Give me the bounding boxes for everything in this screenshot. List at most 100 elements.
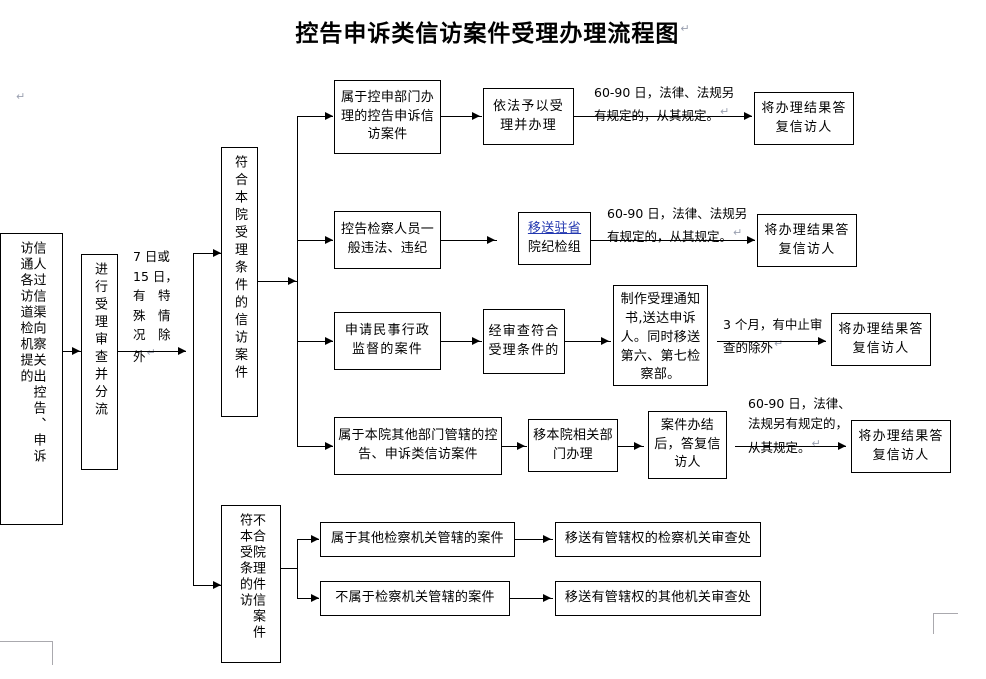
node-branch1-action: 依法予以受理并办理 <box>483 88 574 145</box>
arrowhead-split-eligible <box>213 249 221 257</box>
node-branch3-result: 将办理结果答复信访人 <box>831 313 931 366</box>
node-branch1-case: 属于控申部门办理的控告申诉信访案件 <box>334 80 441 154</box>
node-branch3-result-text: 将办理结果答复信访人 <box>838 321 924 356</box>
node-branch2-action-rest: 院纪检组 <box>527 239 582 255</box>
node-branch4-result: 将办理结果答复信访人 <box>851 420 951 473</box>
connector-branch6-case-action <box>510 598 553 599</box>
corner-mark-bottom-left <box>0 641 60 679</box>
connector-review-junction <box>118 351 186 352</box>
node-eligible: 符合本院受理条件的信访案件 <box>221 147 258 417</box>
connector-branch1-case-action <box>441 116 482 117</box>
node-branch4-close: 案件办结后，答复信访人 <box>648 411 727 479</box>
node-branch4-action: 移本院相关部门办理 <box>528 419 618 472</box>
arrowhead-branch3-result <box>818 337 826 345</box>
bus-eligibility-split <box>193 253 194 586</box>
connector-branch3-action-notice <box>565 341 611 342</box>
node-intake: 信人过信渠向察关出控告、申诉 访通各访道检机提的 <box>0 233 63 525</box>
stray-pilcrow-topleft: ↵ <box>16 90 26 103</box>
connector-branch1-stub <box>297 116 333 117</box>
label-time-intake: 7 日或 15 日， 有 特 殊 情 况 除 外↵ <box>133 228 195 367</box>
connector-branch3-case-action <box>441 341 482 342</box>
connector-branch2-action-result <box>591 240 755 241</box>
node-branch1-result: 将办理结果答复信访人 <box>754 92 854 145</box>
label-time-branch3: 3 个月，有中止审 查的除外↵ <box>723 294 848 359</box>
node-branch3-action: 经审查符合受理条件的 <box>483 309 565 374</box>
arrowhead-branch4-close <box>634 442 642 450</box>
arrowhead-branch3-notice <box>601 337 609 345</box>
label-time-branch4-pilcrow: ↵ <box>811 436 821 450</box>
connector-split-eligible <box>193 253 221 254</box>
label-time-branch1-pilcrow: ↵ <box>720 105 730 119</box>
connector-branch3-notice-result <box>717 341 826 342</box>
node-branch6-action-text: 移送有管辖权的其他机关审查处 <box>564 590 752 606</box>
node-branch2-case: 控告检察人员一般违法、违纪 <box>334 211 441 269</box>
arrowhead-branch2-action <box>487 236 495 244</box>
arrowhead-branch3-action <box>472 337 480 345</box>
arrowhead-intake-review <box>72 347 80 355</box>
arrowhead-review-junction <box>178 347 186 355</box>
connector-eligible-fan <box>258 281 298 282</box>
label-time-intake-text: 7 日或 15 日， 有 特 殊 情 况 除 外 <box>133 249 178 365</box>
node-branch1-action-text: 依法予以受理并办理 <box>492 98 564 133</box>
node-review: 进行受理审查并分流 <box>81 254 118 470</box>
node-branch5-action: 移送有管辖权的检察机关审查处 <box>555 522 761 557</box>
label-time-branch1: 60-90 日，法律、法规另 有规定的，从其规定。↵ <box>594 62 774 127</box>
bus-eligible-branches <box>297 116 298 446</box>
page-title: 控告申诉类信访案件受理办理流程图↵ <box>0 14 986 48</box>
node-branch3-notice: 制作受理通知书,送达申诉人。同时移送第六、第七检察部。 <box>613 285 708 386</box>
node-branch4-case: 属于本院其他部门管辖的控告、申诉类信访案件 <box>334 417 502 475</box>
node-branch4-case-text: 属于本院其他部门管辖的控告、申诉类信访案件 <box>338 428 498 462</box>
arrowhead-branch6-action <box>543 594 551 602</box>
arrowhead-branch2 <box>325 236 333 244</box>
connector-branch4-stub <box>297 446 333 447</box>
label-time-branch3-pilcrow: ↵ <box>774 337 784 351</box>
connector-branch1-action-result <box>574 116 752 117</box>
connector-branch3-stub <box>297 341 333 342</box>
corner-mark-bottom-right <box>928 599 986 639</box>
label-time-branch2-pilcrow: ↵ <box>733 226 743 240</box>
label-time-intake-pilcrow: ↵ <box>146 346 156 360</box>
node-branch4-close-text: 案件办结后，答复信访人 <box>654 417 721 471</box>
node-branch6-case-text: 不属于检察机关管辖的案件 <box>335 590 495 606</box>
connector-branch5-stub <box>297 539 319 540</box>
page-title-text: 控告申诉类信访案件受理办理流程图 <box>295 20 680 47</box>
arrowhead-branch3 <box>325 337 333 345</box>
connector-branch2-stub <box>297 240 333 241</box>
node-branch1-result-text: 将办理结果答复信访人 <box>761 100 847 135</box>
node-branch2-result: 将办理结果答复信访人 <box>757 214 857 267</box>
label-time-branch4-text: 60-90 日，法律、 法规另有规定的， 从其规定。 <box>748 395 851 456</box>
arrowhead-branch1 <box>325 112 333 120</box>
node-branch3-case: 申请民事行政监督的案件 <box>334 312 441 370</box>
arrowhead-branch4-result <box>838 442 846 450</box>
node-ineligible: 不合院理件信案件 符本受条的访 <box>221 505 281 663</box>
arrowhead-branch1-action <box>472 112 480 120</box>
arrowhead-branch1-result <box>744 112 752 120</box>
arrowhead-branch5 <box>311 535 319 543</box>
connector-ineligible-fan <box>281 568 297 569</box>
node-branch2-case-text: 控告检察人员一般违法、违纪 <box>340 222 435 256</box>
arrowhead-branch2-result <box>747 236 755 244</box>
node-branch4-action-text: 移本院相关部门办理 <box>533 427 613 462</box>
node-branch6-case: 不属于检察机关管辖的案件 <box>320 581 510 616</box>
node-branch2-action-link[interactable]: 移送驻省 <box>527 220 582 236</box>
connector-branch2-case-action <box>441 240 497 241</box>
node-ineligible-col-right: 不合院理件信案件 <box>250 513 265 641</box>
label-time-branch2-text: 60-90 日，法律、法规另 有规定的，从其规定。 <box>607 205 748 245</box>
arrowhead-branch4-action <box>517 442 525 450</box>
connector-branch4-close-result <box>735 446 846 447</box>
node-branch3-action-text: 经审查符合受理条件的 <box>488 323 560 358</box>
bus-ineligible-branches <box>297 539 298 599</box>
node-branch2-result-text: 将办理结果答复信访人 <box>764 222 850 257</box>
node-branch5-case-text: 属于其他检察机关管辖的案件 <box>331 531 504 547</box>
arrowhead-branch4 <box>325 442 333 450</box>
label-time-branch3-text: 3 个月，有中止审 查的除外 <box>723 316 823 356</box>
arrowhead-split-ineligible <box>213 581 221 589</box>
connector-branch5-case-action <box>515 539 553 540</box>
node-branch3-notice-text: 制作受理通知书,送达申诉人。同时移送第六、第七检察部。 <box>620 292 701 383</box>
label-time-branch4: 60-90 日，法律、 法规另有规定的， 从其规定。↵ <box>748 373 868 459</box>
node-branch5-case: 属于其他检察机关管辖的案件 <box>320 522 515 557</box>
arrowhead-branch5-action <box>543 535 551 543</box>
connector-branch4-case-action <box>502 446 527 447</box>
arrowhead-eligible-fan <box>288 277 296 285</box>
